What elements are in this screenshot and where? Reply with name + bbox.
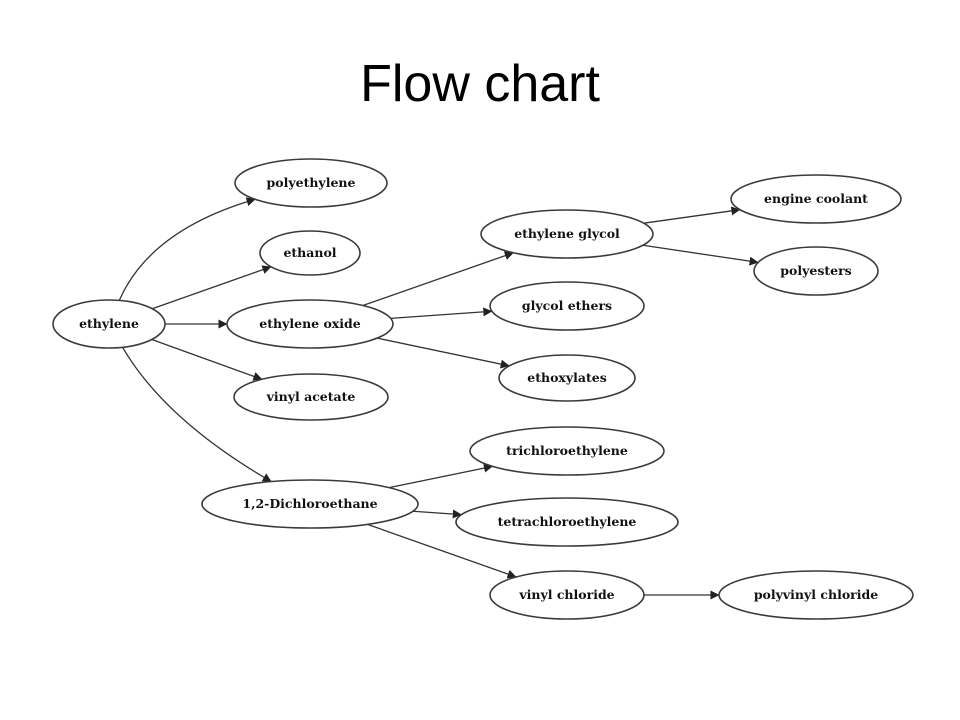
slide-title: Flow chart (360, 55, 600, 113)
node-label: polyesters (780, 263, 851, 278)
node-polyethylene: polyethylene (234, 158, 388, 208)
node-label: glycol ethers (522, 298, 612, 313)
node-ellipse (498, 354, 636, 402)
node-ellipse (469, 426, 665, 476)
node-ellipse (52, 299, 166, 349)
node-label: ethoxylates (527, 370, 606, 385)
edges-layer (118, 197, 759, 600)
node-ellipse (489, 281, 645, 331)
node-label: tetrachloroethylene (498, 514, 637, 529)
node-ellipse (201, 479, 419, 529)
node-ellipse (233, 373, 389, 421)
node-ethoxylates: ethoxylates (498, 354, 636, 402)
node-tetrachloroethylene: tetrachloroethylene (455, 497, 679, 547)
node-polyvinyl-chloride: polyvinyl chloride (718, 570, 914, 620)
node-vinyl-acetate: vinyl acetate (233, 373, 389, 421)
edge-ethylene-to-polyethylene (118, 197, 256, 301)
node-label: polyvinyl chloride (754, 587, 878, 602)
node-ethylene-glycol: ethylene glycol (480, 209, 654, 259)
node-engine-coolant: engine coolant (730, 174, 902, 224)
node-glycol-ethers: glycol ethers (489, 281, 645, 331)
edge-dichloroethane-to-tetrachloroethylene (412, 509, 462, 519)
node-label: ethylene oxide (259, 316, 360, 331)
node-ellipse (234, 158, 388, 208)
node-vinyl-chloride: vinyl chloride (489, 570, 645, 620)
node-label: trichloroethylene (506, 443, 628, 458)
node-dichloroethane: 1,2-Dichloroethane (201, 479, 419, 529)
node-label: 1,2-Dichloroethane (242, 496, 377, 511)
nodes-layer: ethylene polyethylene ethanol ethylene oxid… (52, 158, 914, 620)
node-label: ethylene glycol (514, 226, 620, 241)
edge-ethylene-glycol-to-engine-coolant (643, 206, 741, 224)
node-label: ethanol (283, 245, 336, 260)
node-polyesters: polyesters (753, 246, 879, 296)
node-trichloroethylene: trichloroethylene (469, 426, 665, 476)
edge-ethylene-oxide-to-ethylene-glycol (362, 251, 514, 307)
node-ellipse (718, 570, 914, 620)
node-label: vinyl chloride (518, 587, 614, 602)
edge-ethylene-to-dichloroethane (122, 346, 272, 483)
node-label: vinyl acetate (266, 389, 356, 404)
edge-ethylene-to-ethanol (151, 265, 272, 310)
node-label: polyethylene (267, 175, 356, 190)
node-ellipse (730, 174, 902, 224)
edge-ethylene-oxide-to-glycol-ethers (390, 307, 493, 319)
edge-ethylene-to-vinyl-acetate (151, 338, 263, 381)
node-ellipse (455, 497, 679, 547)
node-ethylene: ethylene (52, 299, 166, 349)
node-ellipse (480, 209, 654, 259)
node-ellipse (489, 570, 645, 620)
node-ellipse (226, 299, 394, 349)
node-ellipse (753, 246, 879, 296)
node-ethanol: ethanol (259, 230, 361, 276)
edge-ethylene-glycol-to-polyesters (642, 244, 759, 266)
node-label: ethylene (79, 316, 139, 331)
node-label: engine coolant (764, 191, 868, 206)
edge-dichloroethane-to-trichloroethylene (389, 463, 493, 489)
edge-dichloroethane-to-vinyl-chloride (367, 523, 517, 579)
node-ethylene-oxide: ethylene oxide (226, 299, 394, 349)
edge-ethylene-oxide-to-ethoxylates (377, 337, 510, 369)
node-ellipse (259, 230, 361, 276)
